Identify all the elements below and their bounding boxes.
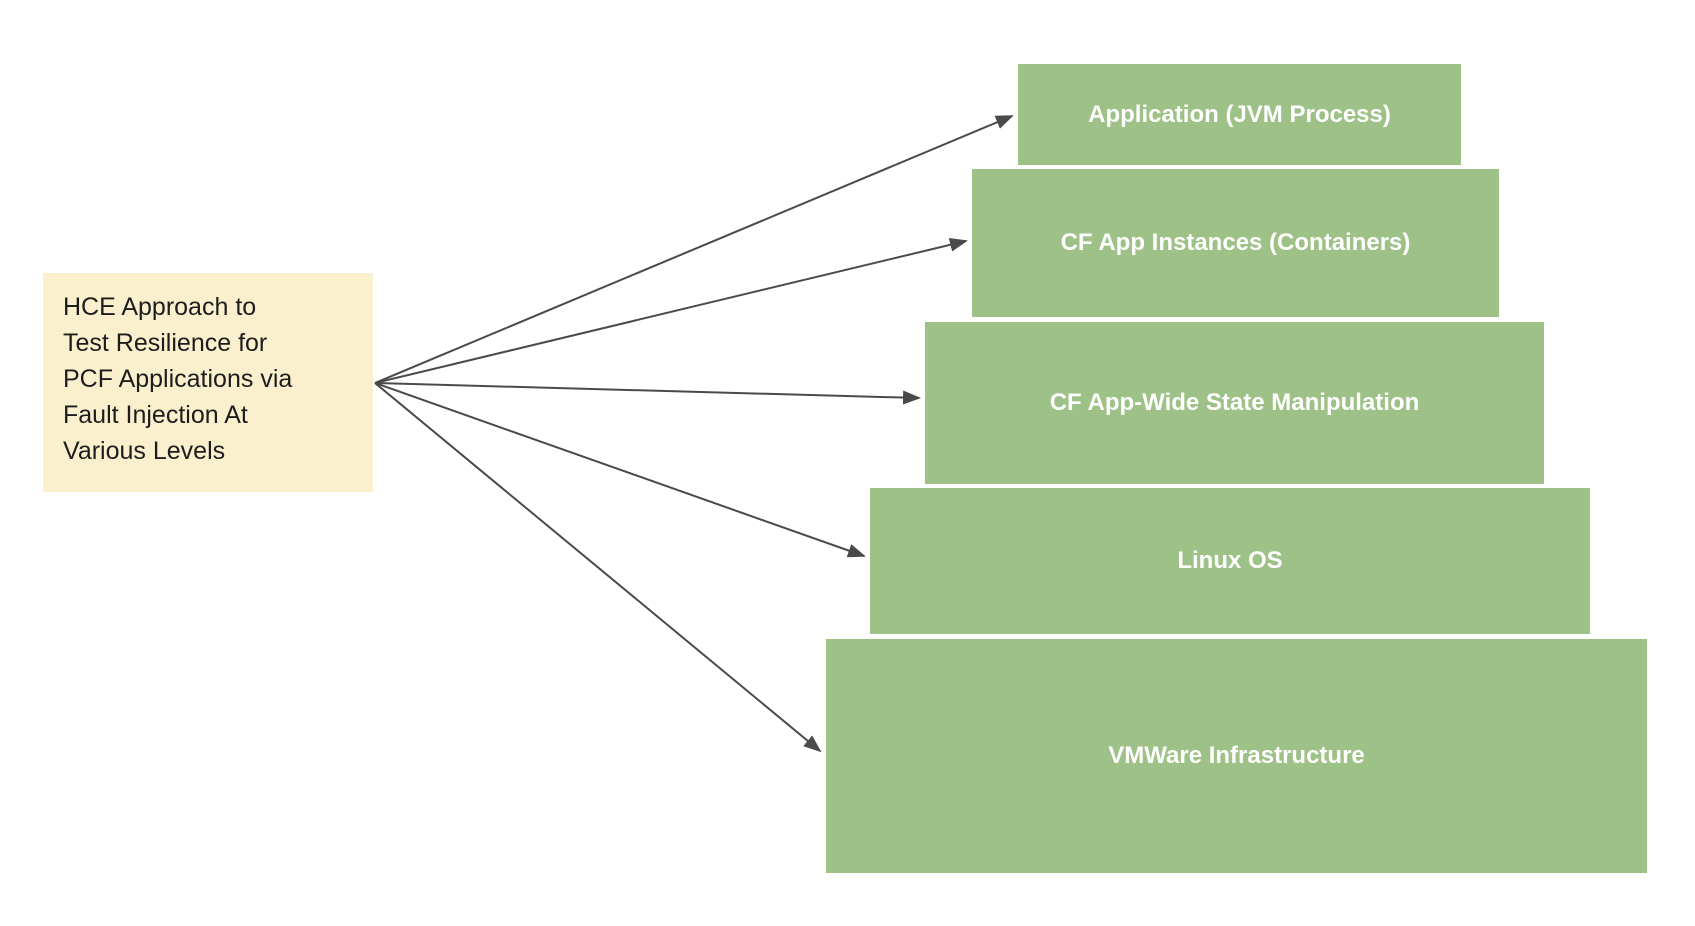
arrow-to-cf-app-instances-icon [374,237,968,384]
arrow-to-application-icon [374,115,1014,384]
level-box-cf-app-wide-state: CF App-Wide State Manipulation [925,322,1544,484]
level-box-vmware-infrastructure: VMWare Infrastructure [826,639,1647,873]
level-label: Linux OS [1177,547,1283,574]
arrow-to-linux-os-icon [374,382,866,558]
title-note: HCE Approach to Test Resilience for PCF … [43,273,373,492]
title-note-line: Test Resilience for [63,329,268,357]
level-box-linux-os: Linux OS [870,488,1590,634]
title-note-line: Various Levels [63,437,226,465]
level-box-application: Application (JVM Process) [1018,64,1461,165]
title-note-line: PCF Applications via [63,365,293,393]
level-label: CF App-Wide State Manipulation [1049,389,1420,416]
arrow-to-vmware-icon [374,382,822,753]
level-label: CF App Instances (Containers) [1060,229,1411,256]
level-label: Application (JVM Process) [1088,100,1391,128]
title-note-line: HCE Approach to [63,293,257,321]
arrow-to-cf-app-wide-state-icon [374,382,921,405]
level-box-cf-app-instances: CF App Instances (Containers) [972,169,1499,317]
level-label: VMWare Infrastructure [1108,742,1365,769]
title-note-line: Fault Injection At [63,401,248,429]
